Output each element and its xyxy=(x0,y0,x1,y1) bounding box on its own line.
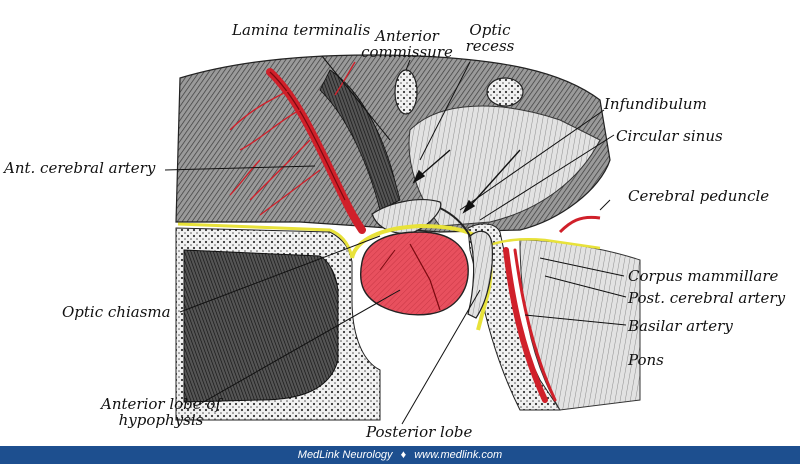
hypophysis-anterior-lobe xyxy=(359,231,469,316)
recess-arrows xyxy=(412,149,521,214)
label-basilar-artery: Basilar artery xyxy=(628,317,733,335)
infundibulum-stalk xyxy=(439,207,471,237)
third-ventricle xyxy=(408,105,601,227)
label-ant-cerebral-artery: Ant. cerebral artery xyxy=(4,159,156,177)
label-circular-sinus: Circular sinus xyxy=(616,127,723,145)
arterial-branches xyxy=(229,61,356,216)
label-cerebral-peduncle: Cerebral peduncle xyxy=(628,187,770,205)
footer-separator: ♦ xyxy=(400,449,407,461)
label-post-cerebral-artery: Post. cerebral artery xyxy=(628,289,786,307)
anterior-commissure-oval xyxy=(394,69,418,115)
diagram: Lamina terminalis Anterior commissure Op… xyxy=(4,21,786,441)
label-optic-chiasma: Optic chiasma xyxy=(62,303,171,321)
label-optic-recess: Optic recess xyxy=(465,21,515,55)
label-posterior-lobe: Posterior lobe xyxy=(366,423,473,441)
footer-brand: MedLink Neurology xyxy=(297,449,393,461)
hypophysis-illustration xyxy=(164,54,641,425)
hypophysis-posterior-lobe xyxy=(467,230,493,319)
basilar-artery xyxy=(503,247,548,403)
footer-url[interactable]: www.medlink.com xyxy=(414,449,503,461)
sphenoid-sinus xyxy=(183,249,339,403)
label-anterior-lobe-of-hypophysis: Anterior lobe of hypophysis xyxy=(101,395,221,429)
leader-lines xyxy=(164,55,627,425)
label-anterior-commissure: Anterior commissure xyxy=(361,27,453,61)
label-pons: Pons xyxy=(628,351,664,369)
label-lamina-terminalis: Lamina terminalis xyxy=(232,21,371,39)
label-infundibulum: Infundibulum xyxy=(604,95,707,113)
mammillary-vessel xyxy=(558,215,601,234)
label-corpus-mammillare: Corpus mammillare xyxy=(628,267,779,285)
massa-intermedia xyxy=(486,77,524,107)
footer-bar: MedLink Neurology ♦ www.medlink.com xyxy=(0,446,800,464)
